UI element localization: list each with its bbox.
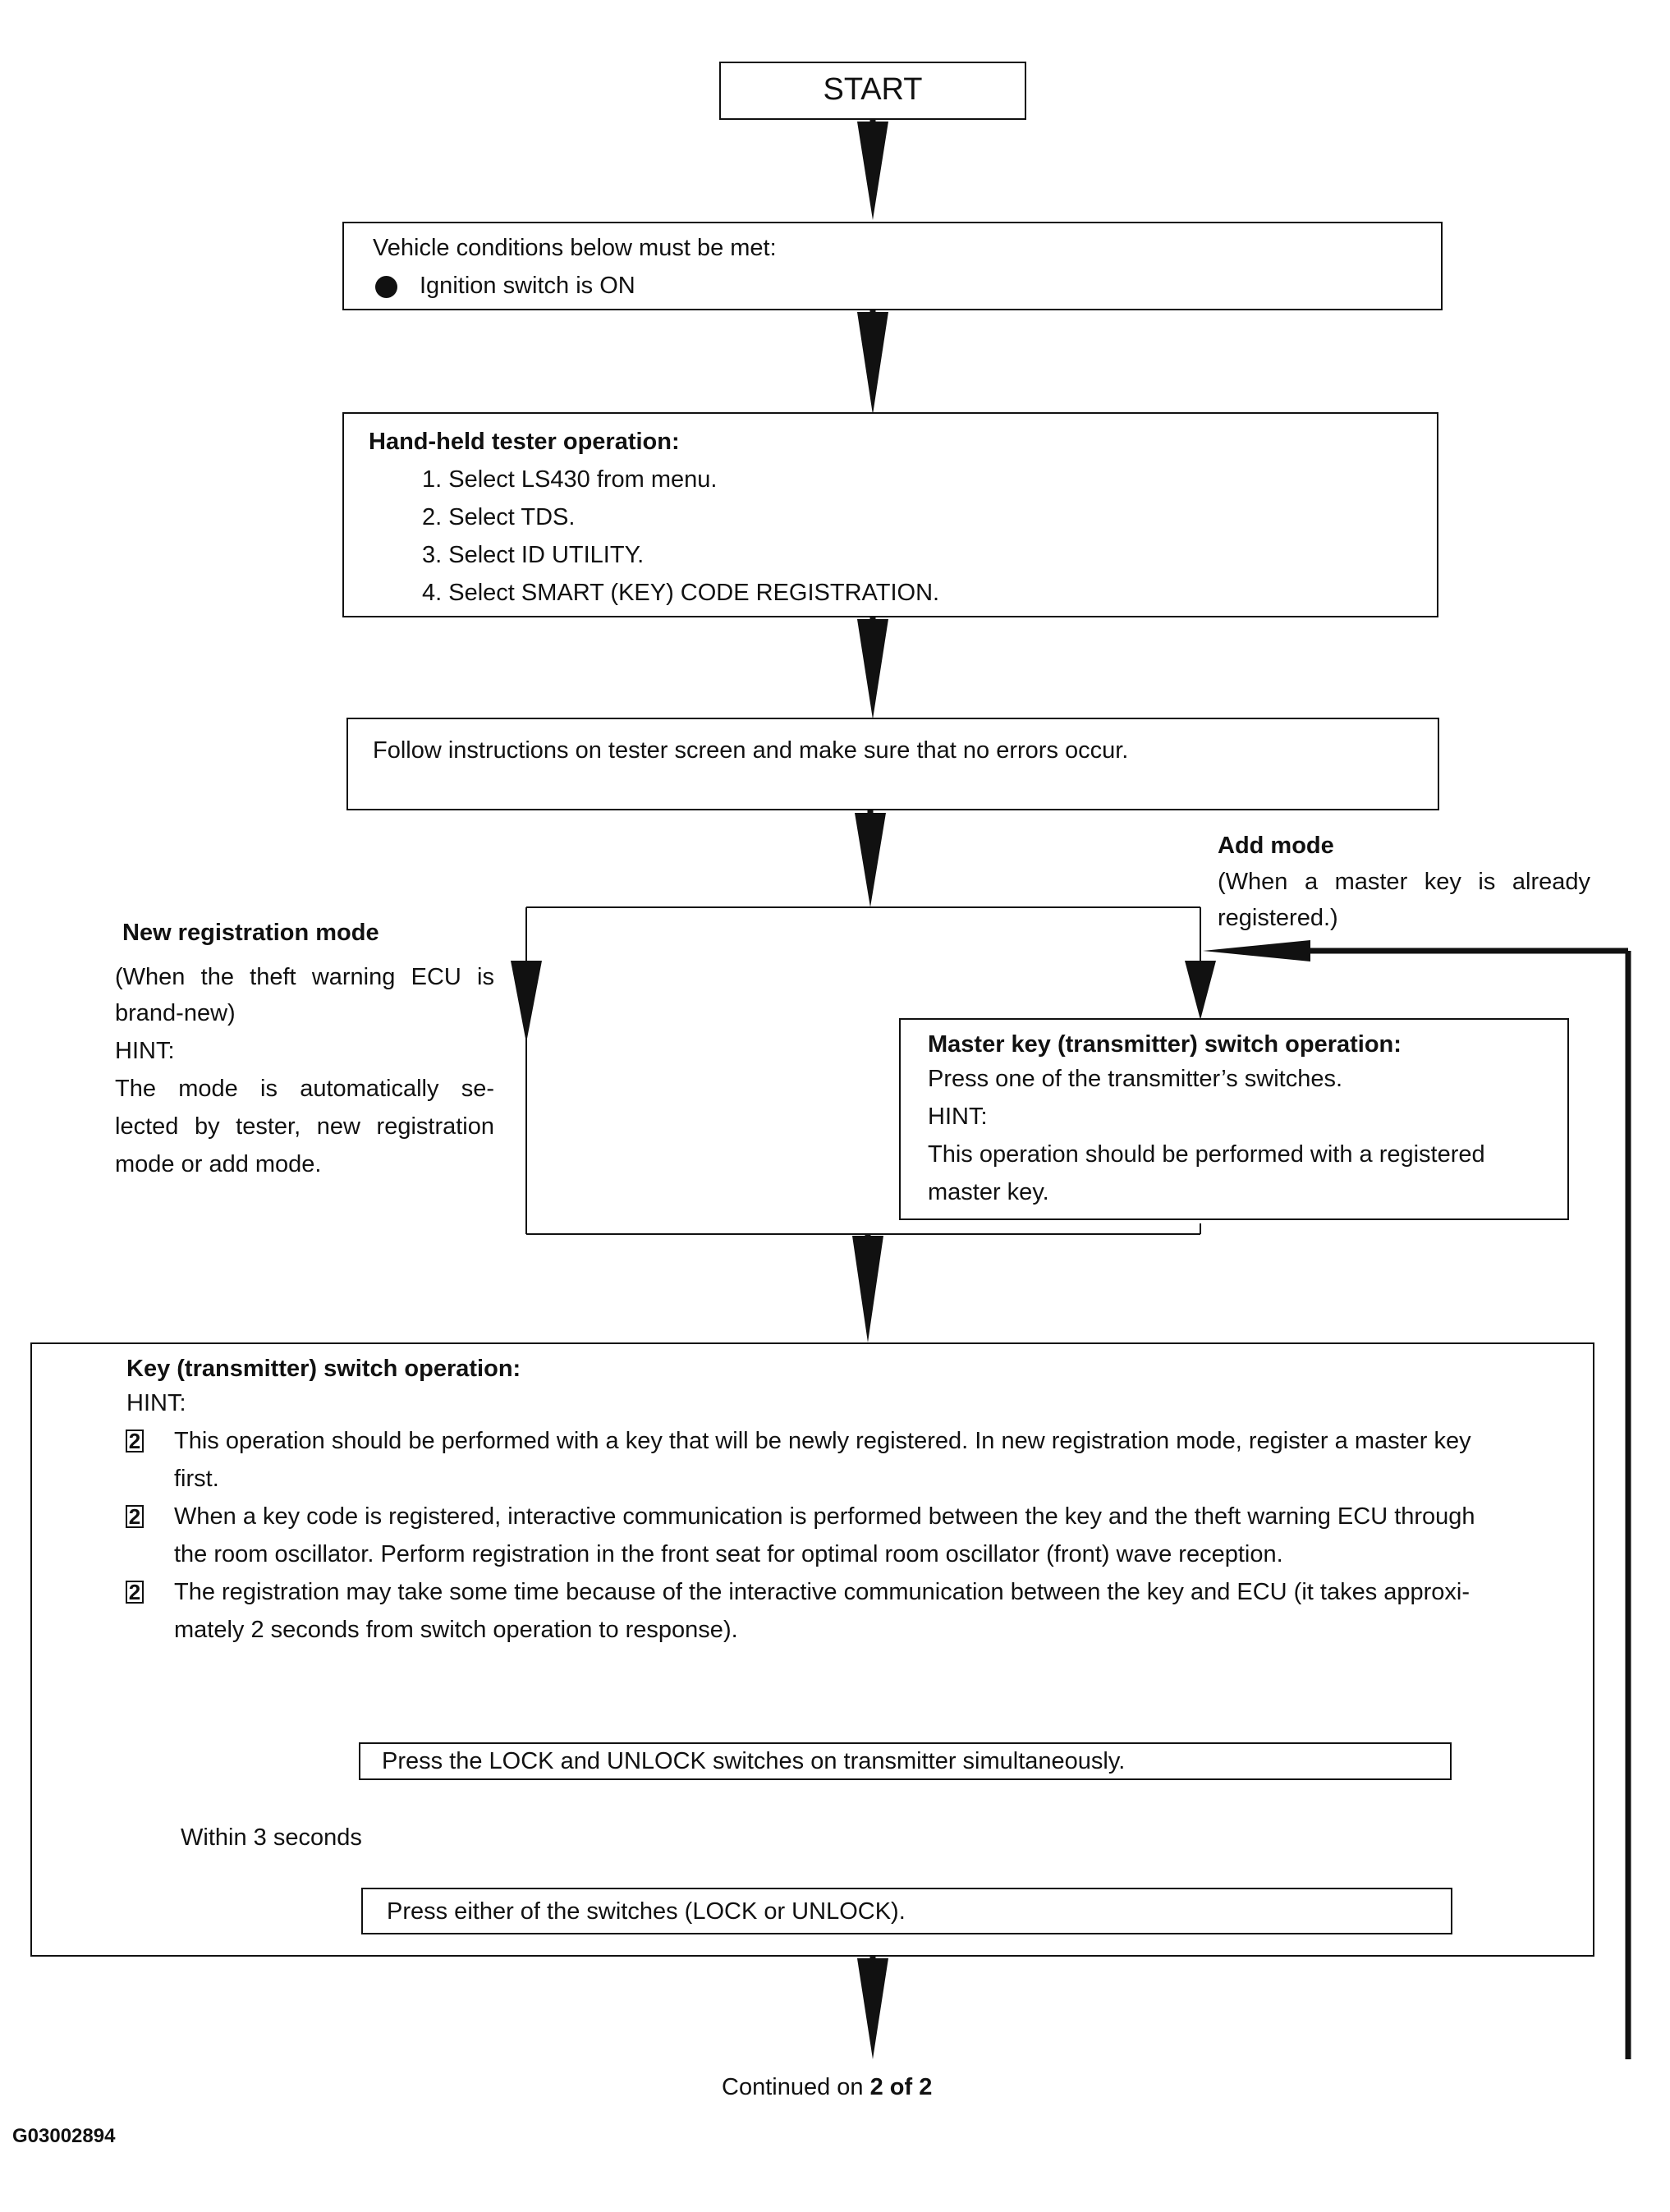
key-operation-box: Key (transmitter) switch operation: HINT…: [30, 1342, 1594, 1957]
conditions-box: Vehicle conditions below must be met: Ig…: [342, 222, 1443, 310]
step-either-switch: Press either of the switches (LOCK or UN…: [361, 1888, 1452, 1934]
new-mode-line: lected by tester, new registration: [115, 1113, 494, 1140]
new-mode-line: mode or add mode.: [115, 1151, 322, 1177]
key-op-title: Key (transmitter) switch operation:: [126, 1356, 521, 1382]
key-op-bullet-line: first.: [174, 1466, 219, 1492]
bullet-icon: 2: [126, 1430, 144, 1452]
continued-ref: 2 of 2: [869, 2074, 933, 2100]
master-key-box: Master key (transmitter) switch operatio…: [899, 1018, 1569, 1220]
follow-box: Follow instructions on tester screen and…: [346, 718, 1439, 810]
new-mode-line: HINT:: [115, 1038, 175, 1064]
step2-text: Press either of the switches (LOCK or UN…: [387, 1898, 906, 1925]
add-mode-title: Add mode: [1218, 833, 1334, 859]
master-line: This operation should be performed with …: [928, 1141, 1485, 1168]
tester-step: 2. Select TDS.: [422, 504, 576, 530]
master-line: Press one of the transmitter’s switches.: [928, 1066, 1343, 1092]
tester-title: Hand-held tester operation:: [369, 429, 680, 455]
add-mode-line: (When a master key is already: [1218, 869, 1590, 895]
figure-id: G03002894: [12, 2125, 116, 2147]
key-op-bullet-line: The registration may take some time beca…: [174, 1579, 1470, 1605]
continued-note: Continued on 2 of 2: [722, 2069, 932, 2105]
conditions-item: Ignition switch is ON: [420, 273, 635, 299]
new-mode-line: The mode is automatically se-: [115, 1076, 494, 1102]
bullet-icon: [375, 276, 397, 298]
bullet-icon: 2: [126, 1505, 144, 1528]
tester-step: 3. Select ID UTILITY.: [422, 542, 645, 568]
follow-text: Follow instructions on tester screen and…: [373, 737, 1129, 764]
key-op-hint: HINT:: [126, 1390, 186, 1416]
master-line: HINT:: [928, 1104, 988, 1130]
continued-prefix: Continued on: [722, 2074, 870, 2100]
key-op-bullet-line: When a key code is registered, interacti…: [174, 1503, 1475, 1530]
start-node: START: [719, 62, 1026, 120]
new-mode-line: brand-new): [115, 1000, 236, 1026]
tester-box: Hand-held tester operation: 1. Select LS…: [342, 412, 1438, 617]
new-mode-title: New registration mode: [122, 920, 379, 946]
key-op-bullet-line: the room oscillator. Perform registratio…: [174, 1541, 1283, 1567]
tester-step: 4. Select SMART (KEY) CODE REGISTRATION.: [422, 580, 940, 606]
master-title: Master key (transmitter) switch operatio…: [928, 1031, 1402, 1058]
conditions-title: Vehicle conditions below must be met:: [373, 235, 777, 261]
step-lock-unlock: Press the LOCK and UNLOCK switches on tr…: [359, 1742, 1452, 1780]
bullet-icon: 2: [126, 1581, 144, 1604]
key-op-bullet-line: This operation should be performed with …: [174, 1428, 1471, 1454]
master-line: master key.: [928, 1179, 1049, 1205]
start-label: START: [823, 72, 923, 107]
add-mode-line: registered.): [1218, 905, 1338, 931]
timing-label: Within 3 seconds: [181, 1824, 362, 1851]
tester-step: 1. Select LS430 from menu.: [422, 466, 718, 493]
step1-text: Press the LOCK and UNLOCK switches on tr…: [382, 1748, 1126, 1774]
key-op-bullet-line: mately 2 seconds from switch operation t…: [174, 1617, 738, 1643]
new-mode-line: (When the theft warning ECU is: [115, 964, 494, 990]
